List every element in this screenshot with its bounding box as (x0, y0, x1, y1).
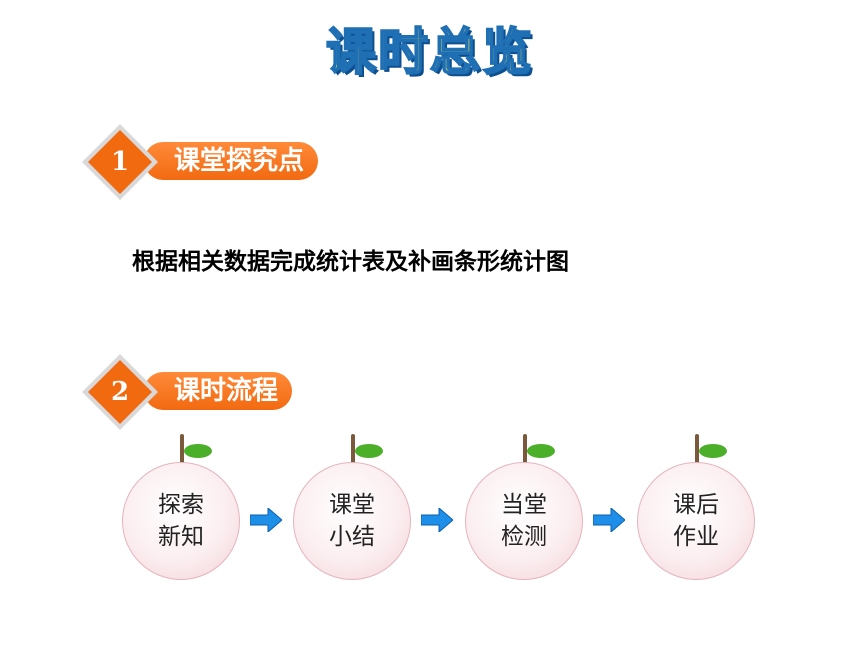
stem-icon (180, 434, 184, 464)
flow-step-test: 当堂 检测 (465, 430, 585, 580)
leaf-icon (699, 444, 727, 458)
section-number-2: 2 (110, 377, 130, 407)
flow-step-line1: 当堂 (501, 492, 547, 518)
flow-step-line1: 探索 (158, 492, 204, 518)
stem-icon (351, 434, 355, 464)
arrow-right-icon (593, 508, 625, 532)
flow-step-line1: 课堂 (329, 492, 375, 518)
section-label-1: 课堂探究点 (144, 142, 319, 180)
flow-step-line2: 作业 (673, 524, 719, 550)
flow-step-line1: 课后 (673, 492, 719, 518)
flow-step-summary: 课堂 小结 (293, 430, 413, 580)
leaf-icon (184, 444, 212, 458)
section-label-2: 课时流程 (144, 372, 293, 410)
section-header-2: 课时流程 2 (80, 352, 340, 432)
flow-step-homework: 课后 作业 (637, 430, 757, 580)
diamond-badge-icon (82, 354, 158, 430)
diamond-badge-icon (82, 124, 158, 200)
stem-icon (523, 434, 527, 464)
section-number-1: 1 (110, 147, 130, 177)
section-header-1: 课堂探究点 1 (80, 122, 340, 202)
fruit-circle (122, 462, 240, 580)
fruit-circle (465, 462, 583, 580)
flow-step-line2: 小结 (329, 524, 375, 550)
lesson-flow: 探索 新知 课堂 小结 当堂 检测 课后 作业 (0, 430, 860, 590)
page-title: 课时总览 (325, 22, 534, 82)
arrow-right-icon (250, 508, 282, 532)
stem-icon (695, 434, 699, 464)
arrow-right-icon (421, 508, 453, 532)
leaf-icon (355, 444, 383, 458)
flow-step-explore: 探索 新知 (122, 430, 242, 580)
lesson-point-text: 根据相关数据完成统计表及补画条形统计图 (132, 249, 569, 275)
flow-step-line2: 检测 (501, 524, 547, 550)
fruit-circle (637, 462, 755, 580)
leaf-icon (527, 444, 555, 458)
flow-step-line2: 新知 (158, 524, 204, 550)
fruit-circle (293, 462, 411, 580)
